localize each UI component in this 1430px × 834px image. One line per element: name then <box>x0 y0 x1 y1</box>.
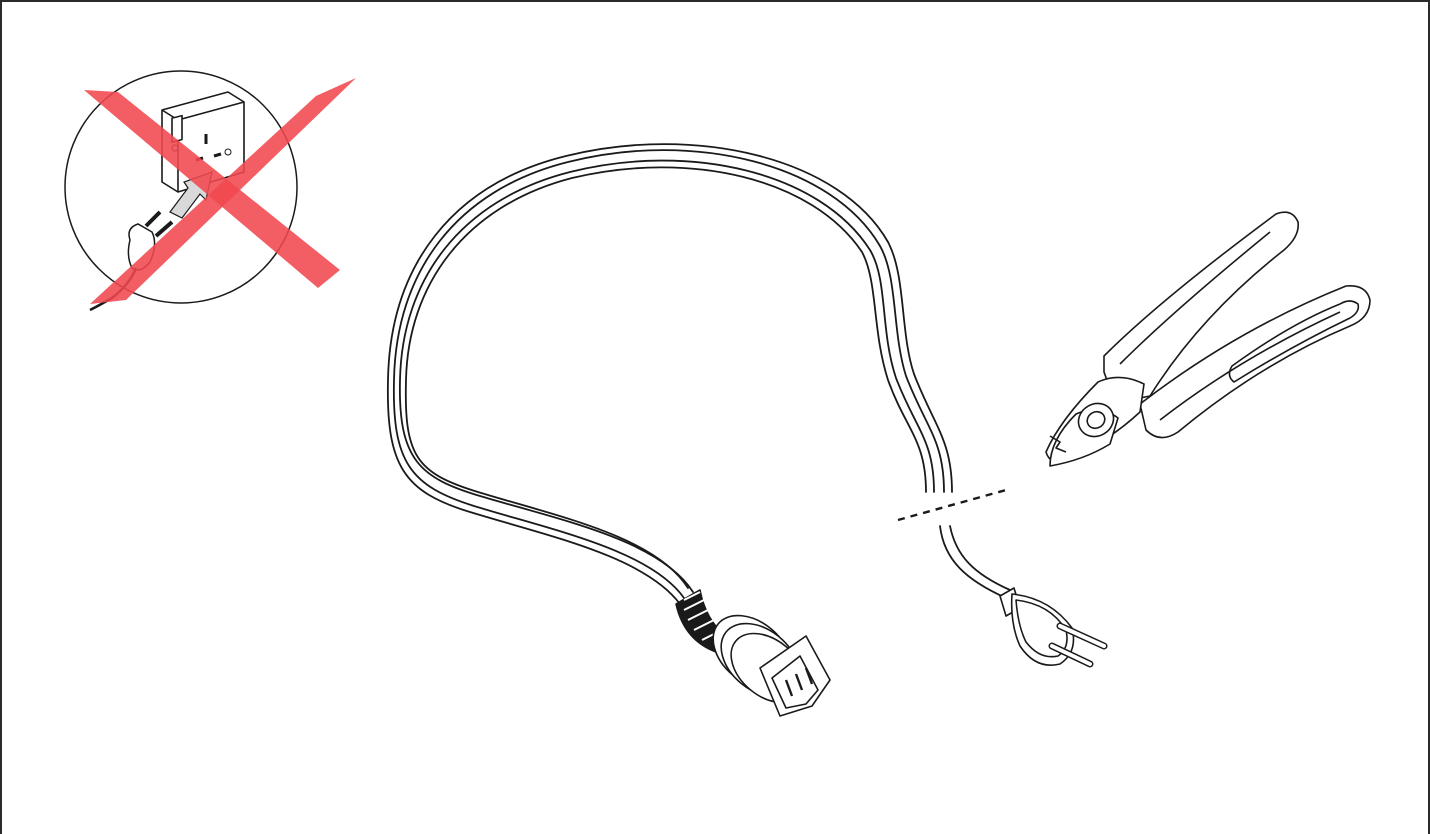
cord-lower-segment <box>939 525 1011 599</box>
cut-line-icon <box>897 488 1007 522</box>
cross-out-icon <box>84 78 356 304</box>
side-cutter-pliers-icon <box>1045 211 1371 467</box>
power-cord-icon <box>386 143 953 605</box>
iec-connector-icon <box>675 589 831 717</box>
do-not-plug-in-icon <box>64 70 356 312</box>
mains-plug-icon <box>999 587 1108 668</box>
